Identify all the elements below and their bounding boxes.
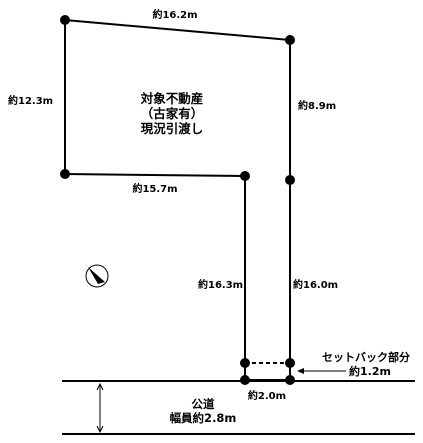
vertex-markers [60,15,295,385]
dimension-top: 約16.2m [152,8,197,21]
dimension-pole-left: 約16.3m [198,278,243,291]
vertex-marker [60,169,70,179]
setback-pointer-arrow [297,368,346,374]
vertex-marker [285,35,295,45]
setback-value: 約1.2m [349,364,391,378]
dimension-inner-horizontal: 約15.7m [132,182,177,195]
setback-label: セットバック部分 [322,350,410,364]
road-width-label: 幅員約2.8m [170,411,237,425]
road-width-dimension [96,382,104,434]
vertex-marker [240,171,250,181]
vertex-marker [285,175,295,185]
road-name: 公道 [192,397,215,411]
property-title-line1: 対象不動産 [140,91,204,106]
property-boundary [64,19,291,381]
vertex-marker [60,15,70,25]
dimension-pole-right: 約16.0m [293,278,338,291]
dimension-left: 約12.3m [8,94,53,107]
vertex-marker [285,358,295,368]
property-title-line3: 現況引渡し [141,121,204,136]
dimension-right-upper: 約8.9m [298,99,336,112]
vertex-marker [240,358,250,368]
dimension-frontage: 約2.0m [248,389,286,402]
north-arrow-icon [85,264,109,288]
property-title-line2: （古家有） [141,106,204,121]
